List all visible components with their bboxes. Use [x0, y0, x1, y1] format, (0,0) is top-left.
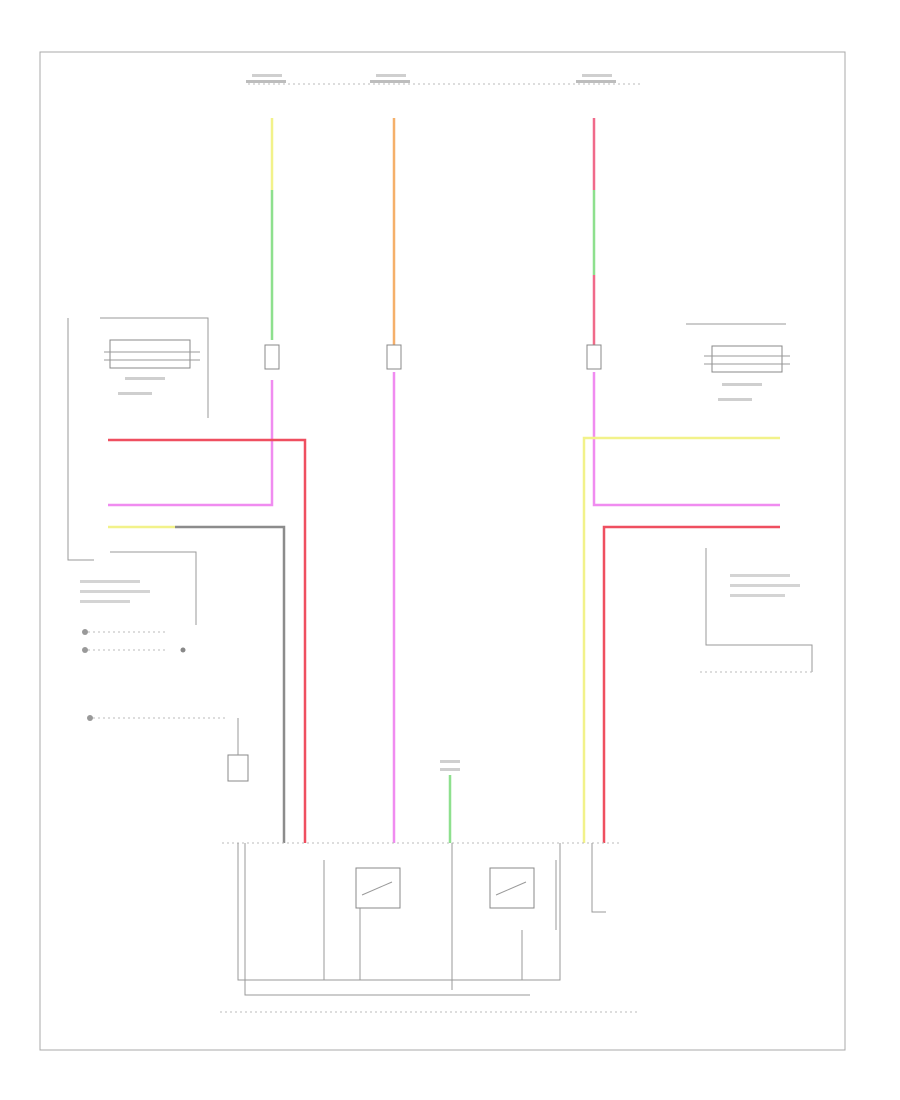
- wire-connector: [586, 344, 602, 370]
- wire-left-gray: [175, 525, 286, 843]
- left-ground-connectors: [82, 629, 249, 782]
- ground-point: [440, 760, 460, 771]
- wire-group: [108, 118, 780, 843]
- wire-connector: [264, 344, 280, 370]
- right-seat-switch: [686, 323, 813, 673]
- left-heater-relay: [355, 867, 401, 909]
- wire-right-yellow: [582, 436, 780, 843]
- seat-heater-control-module: [220, 842, 640, 1013]
- wire-right-magenta: [592, 372, 780, 507]
- left-seat-switch: [67, 317, 209, 625]
- wire-connector: [386, 344, 402, 370]
- diagram-frame: [39, 51, 846, 1051]
- wire-right-red: [602, 525, 780, 843]
- top-fuse-labels: [246, 74, 640, 85]
- right-heater-relay: [489, 867, 535, 909]
- wire-left-magenta: [108, 380, 274, 507]
- wire-left-red: [108, 438, 307, 843]
